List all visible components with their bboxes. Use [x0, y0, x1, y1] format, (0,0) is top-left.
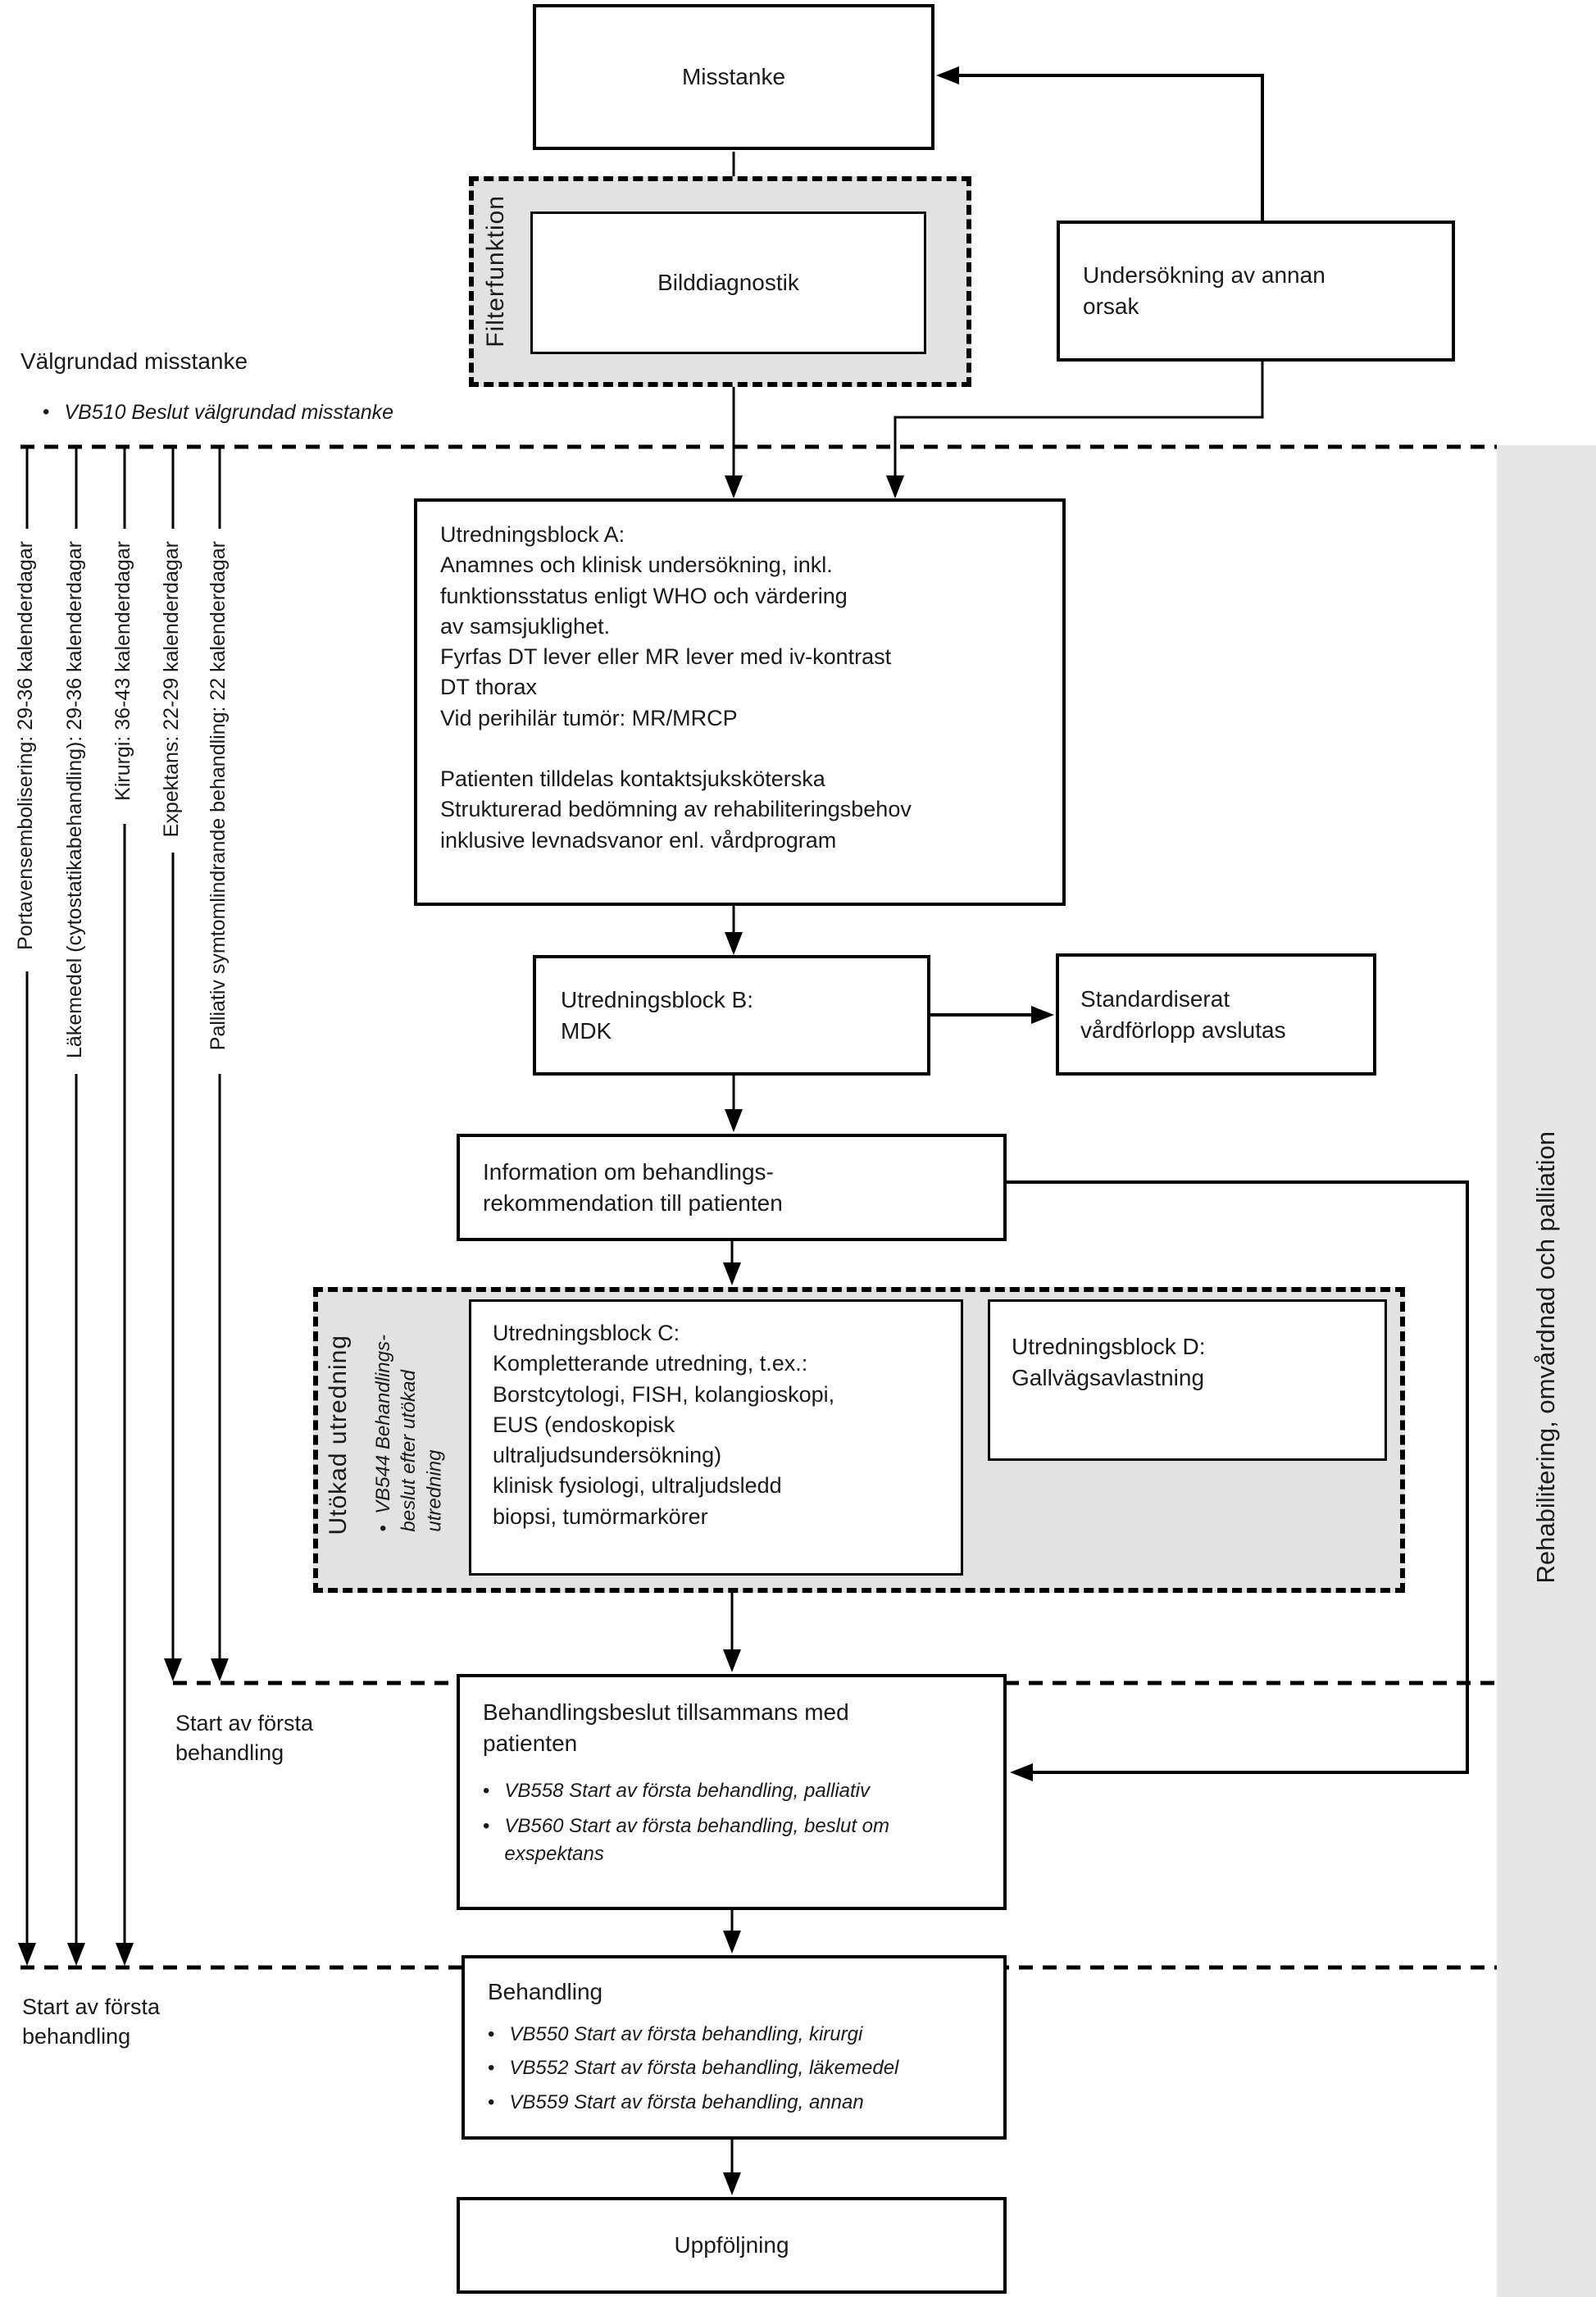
behandlingsbeslut-title: Behandlingsbeslut tillsammans med patien…	[483, 1699, 849, 1756]
rehabilitation-sidebar-label: Rehabilitering, omvårdnad och palliation	[1531, 1131, 1560, 1584]
undersokning-annan-orsak-label: Undersökning av annan orsak	[1083, 262, 1325, 319]
utredningsblock-b-box: Utredningsblock B: MDK	[533, 955, 930, 1076]
uppfoljning-box: Uppföljning	[457, 2197, 1007, 2294]
utredningsblock-c-box: Utredningsblock C: Kompletterande utredn…	[469, 1299, 963, 1576]
utokad-utredning-label: Utökad utredning	[325, 1335, 352, 1535]
svf-avslutas-text: Standardiserat vårdförlopp avslutas	[1080, 985, 1286, 1043]
filterfunktion-label: Filterfunktion	[482, 195, 509, 348]
rehabilitation-sidebar	[1497, 445, 1596, 2297]
vb558-bullet: VB558 Start av första behandling, pallia…	[483, 1777, 980, 1805]
arrow-undersokning-to-misstanke	[936, 66, 1264, 221]
start-first-treatment-upper-label: Start av första behandling	[175, 1711, 314, 1766]
vb559-bullet-text: VB559 Start av första behandling, annan	[509, 2090, 864, 2113]
vb550-bullet: VB550 Start av första behandling, kirurg…	[488, 2021, 980, 2049]
vb544-bullet: VB544 Behandlings- beslut efter utökad u…	[371, 1335, 448, 1532]
behandling-title: Behandling	[488, 1979, 603, 2004]
misstanke-label: Misstanke	[681, 64, 786, 90]
vb552-bullet: VB552 Start av första behandling, läkeme…	[488, 2054, 980, 2082]
information-box: Information om behandlings- rekommendati…	[457, 1134, 1007, 1241]
behandling-box: Behandling VB550 Start av första behandl…	[462, 1955, 1007, 2140]
vb560-bullet: VB560 Start av första behandling, beslut…	[483, 1813, 980, 1867]
svf-avslutas-box: Standardiserat vårdförlopp avslutas	[1056, 953, 1376, 1076]
undersokning-annan-orsak-box: Undersökning av annan orsak	[1057, 221, 1455, 362]
timeline-label-kirurgi: Kirurgi: 36-43 kalenderdagar	[111, 541, 134, 801]
start-first-treatment-lower-label: Start av första behandling	[22, 1995, 161, 2049]
utredningsblock-a-text: Utredningsblock A: Anamnes och klinisk u…	[440, 522, 912, 853]
information-text: Information om behandlings- rekommendati…	[483, 1158, 783, 1216]
vb552-bullet-text: VB552 Start av första behandling, läkeme…	[509, 2057, 899, 2080]
behandlingsbeslut-box: Behandlingsbeslut tillsammans med patien…	[457, 1674, 1007, 1910]
timeline-label-palliativ: Palliativ symtomlindrande behandling: 22…	[207, 541, 230, 1051]
timeline-label-portavensembolisering: Portavensembolisering: 29-36 kalenderdag…	[14, 541, 37, 950]
utredningsblock-c-text: Utredningsblock C: Kompletterande utredn…	[493, 1321, 835, 1529]
vb510-bullet-text: VB510 Beslut välgrundad misstanke	[64, 401, 394, 424]
valgrundad-misstanke-heading: Välgrundad misstanke	[20, 348, 248, 374]
timeline-label-lakemedel: Läkemedel (cytostatikabehandling): 29-36…	[63, 541, 86, 1058]
uppfoljning-label: Uppföljning	[674, 2232, 789, 2258]
bilddiagnostik-box: Bilddiagnostik	[530, 212, 926, 354]
vb558-bullet-text: VB558 Start av första behandling, pallia…	[504, 1779, 871, 1802]
utredningsblock-b-text: Utredningsblock B: MDK	[561, 986, 754, 1044]
bilddiagnostik-label: Bilddiagnostik	[657, 270, 799, 296]
vb550-bullet-text: VB550 Start av första behandling, kirurg…	[509, 2022, 863, 2045]
utredningsblock-d-box: Utredningsblock D: Gallvägsavlastning	[988, 1299, 1387, 1461]
utredningsblock-d-text: Utredningsblock D: Gallvägsavlastning	[1012, 1334, 1206, 1390]
vb559-bullet: VB559 Start av första behandling, annan	[488, 2089, 980, 2117]
vb510-bullet: VB510 Beslut välgrundad misstanke	[43, 398, 567, 427]
timeline-label-expektans: Expektans: 22-29 kalenderdagar	[160, 541, 183, 838]
vb560-bullet-text: VB560 Start av första behandling, beslut…	[504, 1815, 890, 1865]
misstanke-box: Misstanke	[533, 4, 934, 150]
utredningsblock-a-box: Utredningsblock A: Anamnes och klinisk u…	[414, 498, 1066, 906]
